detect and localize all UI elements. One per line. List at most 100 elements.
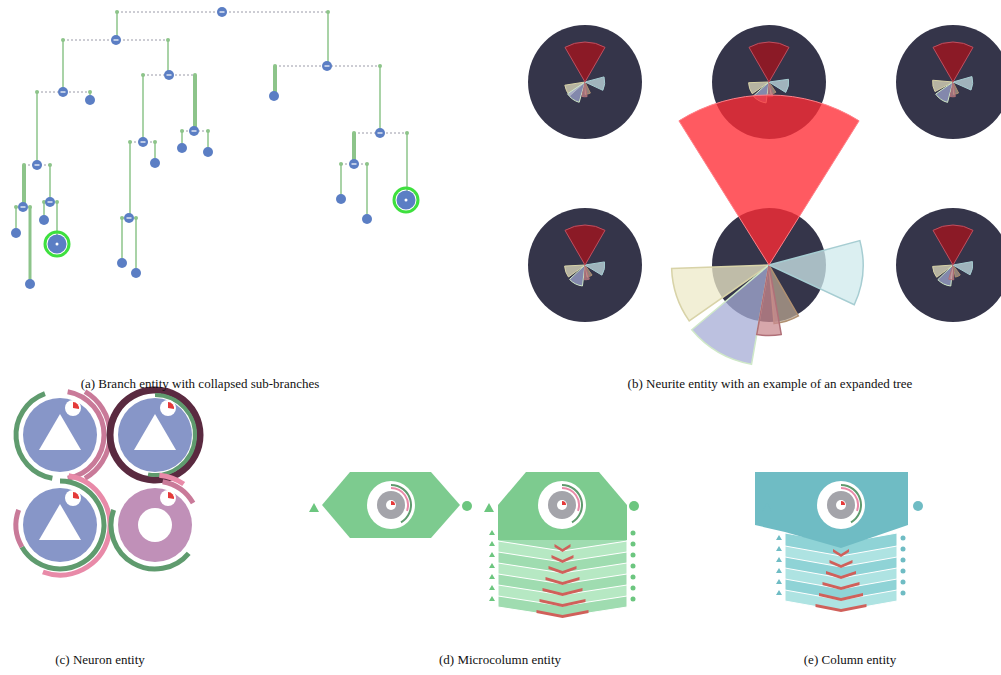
input-triangle (489, 574, 495, 579)
small-red-petal (565, 225, 605, 265)
badge-pie (557, 500, 567, 510)
small-petal (938, 265, 953, 286)
output-dot (631, 531, 636, 536)
branch-line (29, 207, 32, 284)
input-triangle (776, 590, 782, 595)
leaf-node (269, 91, 279, 101)
subfigure-caption: (a) Branch entity with collapsed sub-bra… (81, 376, 320, 392)
output-dot (631, 597, 636, 602)
badge-disc (367, 481, 415, 529)
badge-pie-slice (841, 501, 845, 505)
small-red-petal (933, 42, 973, 82)
branch-line (379, 66, 381, 133)
expanded-petal (769, 241, 863, 305)
layer-activity (830, 560, 853, 568)
branch-tree (11, 7, 418, 289)
branch-point (166, 38, 170, 42)
expanded-red-petal (679, 95, 859, 265)
expanded-petal (757, 265, 782, 336)
minus-mark (220, 11, 225, 12)
input-triangle (489, 596, 495, 601)
branch-point (14, 205, 18, 209)
collapsed-link (341, 164, 367, 165)
branch-line (135, 218, 137, 273)
layer-activity (543, 588, 583, 596)
small-petal (949, 265, 954, 280)
pyramidal-triangle (134, 414, 176, 450)
neuron-body (118, 488, 192, 562)
branch-point (405, 131, 409, 135)
minus-mark (167, 74, 172, 75)
subfigure-caption: (b) Neurite entity with an example of an… (628, 376, 913, 392)
expanded-petal (692, 265, 769, 364)
leaf-node (203, 147, 213, 157)
branch-line (340, 164, 342, 199)
small-petal (769, 79, 789, 92)
collapsed-link (37, 92, 90, 93)
badge-core (827, 491, 855, 519)
layer-activity (819, 593, 863, 601)
branch-point (128, 140, 132, 144)
collapse-node (322, 61, 332, 71)
small-red-petal (565, 42, 605, 82)
branch-point (378, 64, 382, 68)
collapse-node (217, 7, 227, 17)
microcolumn-glyphs (309, 472, 639, 618)
pie-slice (168, 492, 174, 499)
branch-point (115, 10, 119, 14)
collapse-node (375, 128, 385, 138)
output-dot (631, 564, 636, 569)
pie-disc (65, 490, 81, 506)
output-dot (901, 558, 906, 563)
input-triangle (489, 552, 495, 557)
activity-arc (22, 481, 104, 569)
leaf-node (25, 279, 35, 289)
collapsed-link (275, 66, 380, 67)
input-triangle (309, 503, 319, 512)
output-dot (631, 553, 636, 558)
branch-point (134, 216, 138, 220)
subfigure-caption: (e) Column entity (804, 652, 896, 668)
badge-core (377, 491, 405, 519)
pie-disc (65, 400, 81, 416)
minus-mark (35, 164, 40, 165)
collapse-node (111, 35, 121, 45)
leaf-node (117, 258, 127, 268)
leaf-node (85, 95, 95, 105)
collapsed-link (354, 133, 407, 134)
collapsed-link (63, 40, 168, 41)
small-petal (953, 77, 973, 90)
small-petal (936, 82, 953, 102)
branch-point (55, 200, 59, 204)
microcolumn-head (498, 472, 627, 540)
output-dot (913, 501, 923, 511)
branch-line (36, 92, 38, 165)
output-dot (901, 536, 906, 541)
neurite-disc (528, 25, 642, 139)
branch-point (273, 64, 277, 68)
minus-mark (141, 141, 146, 142)
neuron-body (118, 398, 192, 472)
small-red-petal (749, 42, 789, 82)
input-triangle (776, 557, 782, 562)
collapsed-link (24, 165, 50, 166)
pie-disc (160, 490, 176, 506)
branch-point (365, 162, 369, 166)
neurite-disc (896, 208, 1001, 322)
branch-line (49, 165, 51, 202)
collapsed-link (130, 142, 155, 143)
column-head (755, 472, 908, 548)
collapse-node (164, 70, 174, 80)
badge-disc (817, 481, 865, 529)
input-triangle (489, 530, 495, 535)
output-dot (901, 580, 906, 585)
branch-point (339, 162, 343, 166)
minus-mark (21, 206, 26, 207)
minus-mark (378, 132, 383, 133)
input-triangle (489, 541, 495, 546)
pie-slice (73, 402, 79, 409)
layer-activity (537, 610, 589, 618)
collapsed-link (182, 131, 208, 132)
layer-activity (540, 599, 586, 607)
input-triangle (484, 503, 494, 512)
